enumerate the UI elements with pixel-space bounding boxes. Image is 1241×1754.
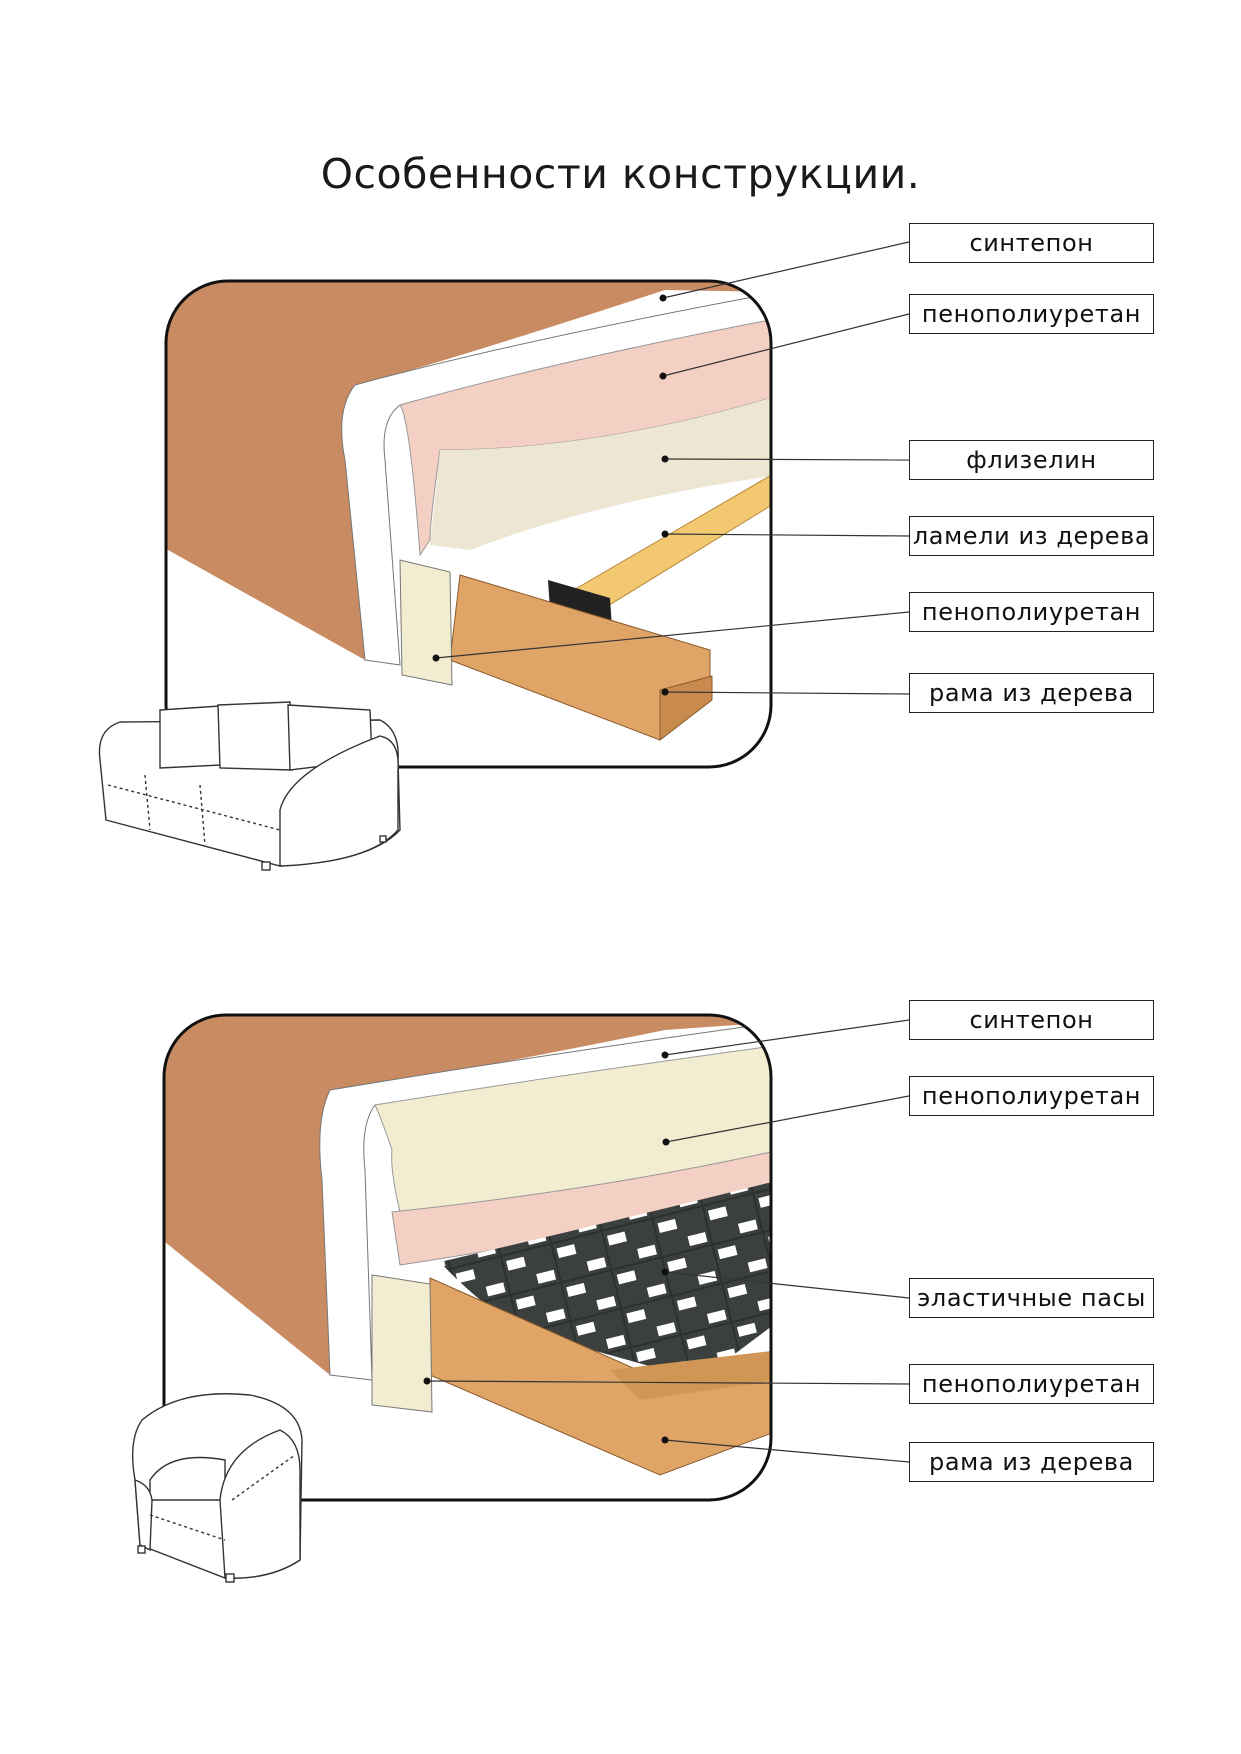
label-sintepon-bottom: синтепон xyxy=(909,1000,1154,1040)
label-belts-bottom: эластичные пасы xyxy=(909,1278,1154,1318)
bottom-leader-lines xyxy=(423,1019,910,1463)
sofa-icon xyxy=(98,701,401,871)
armchair-icon xyxy=(132,1393,303,1583)
label-ppu2-top: пенополиуретан xyxy=(909,592,1154,632)
label-sintepon-top: синтепон xyxy=(909,223,1154,263)
label-ppu2-bottom: пенополиуретан xyxy=(909,1364,1154,1404)
top-cross-section xyxy=(166,281,771,767)
label-rama-bottom: рама из дерева xyxy=(909,1442,1154,1482)
label-lameli-top: ламели из дерева xyxy=(909,516,1154,556)
label-flizelin-top: флизелин xyxy=(909,440,1154,480)
page-title: Особенности конструкции. xyxy=(320,150,921,198)
label-ppu-bottom: пенополиуретан xyxy=(909,1076,1154,1116)
top-leader-lines xyxy=(432,241,910,696)
label-ppu-top: пенополиуретан xyxy=(909,294,1154,334)
label-rama-top: рама из дерева xyxy=(909,673,1154,713)
